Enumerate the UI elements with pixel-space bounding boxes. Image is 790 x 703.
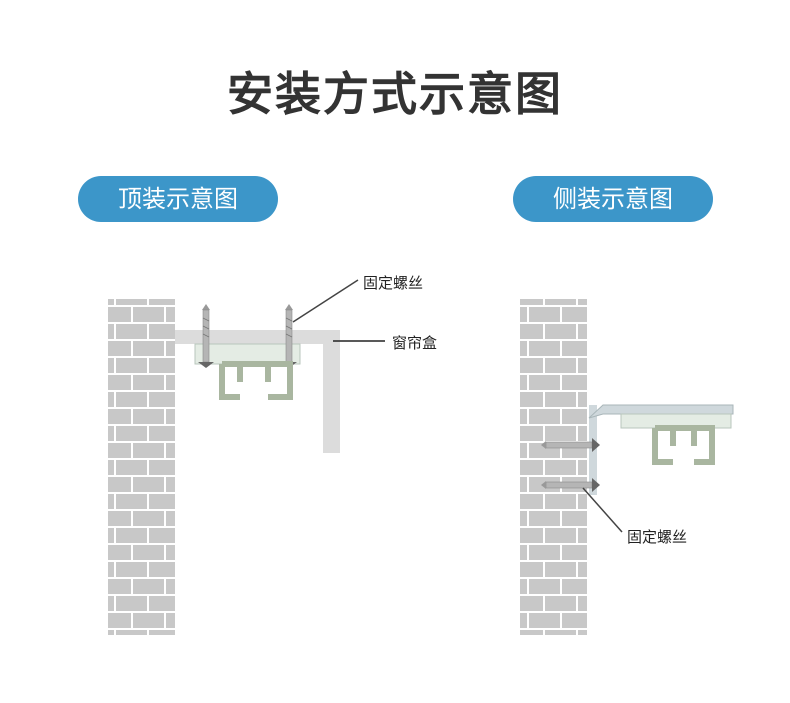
top-mount-diagram [108, 279, 385, 635]
callout-line-screws-top [292, 279, 359, 323]
brick-wall-left [108, 299, 175, 635]
curtain-box [175, 330, 340, 453]
side-mount-label: 侧装示意图 [513, 176, 713, 222]
fixing-screw-left [198, 304, 214, 368]
side-mount-diagram [520, 299, 734, 635]
fixing-screw-side-top [541, 438, 600, 452]
page-title: 安装方式示意图 [227, 67, 563, 121]
curtain-rail-profile-side [652, 425, 715, 465]
callout-curtain-box: 窗帘盒 [392, 334, 438, 352]
callout-screws-side: 固定螺丝 [627, 528, 688, 546]
brick-wall-right [520, 299, 587, 635]
fixing-screw-side-bottom [541, 478, 600, 492]
top-mount-label: 顶装示意图 [78, 176, 278, 222]
callout-line-screws-side [582, 487, 623, 533]
curtain-rail-profile [219, 361, 293, 400]
callout-screws-top: 固定螺丝 [363, 274, 424, 292]
